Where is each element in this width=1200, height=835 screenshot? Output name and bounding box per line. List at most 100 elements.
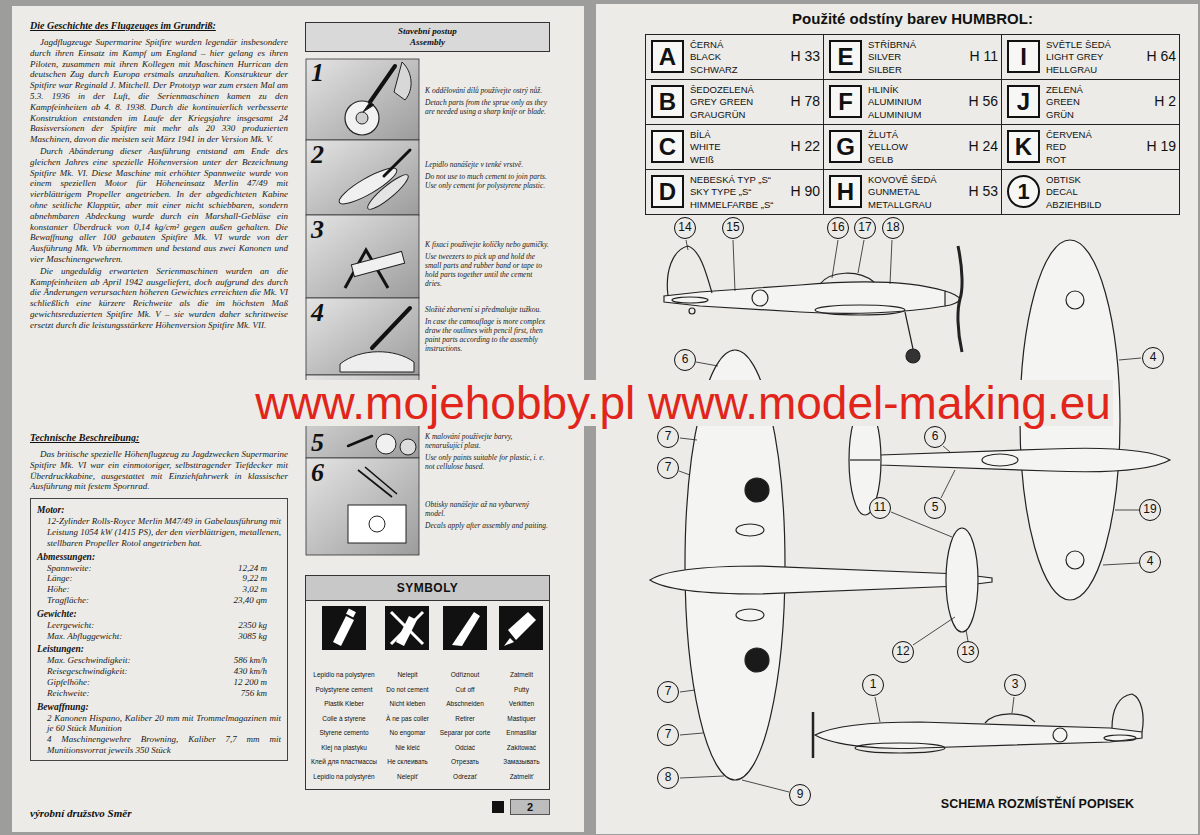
- spec-row: Spannweite: 12,24 m: [47, 563, 267, 574]
- blade: [452, 612, 480, 646]
- spec-row: Max. Geschwindigkeit:586 km/h: [47, 655, 267, 666]
- roundel: [745, 648, 769, 672]
- text-slot: H 2: [1138, 92, 1176, 110]
- leader-line: [891, 512, 952, 537]
- callout-circle: 6: [674, 349, 696, 371]
- callout-number: 9: [790, 785, 810, 804]
- text-slot: ŽLUTÁYELLOWGELB: [868, 129, 960, 166]
- symbol-caption: Verkitten: [495, 699, 548, 708]
- callout-circle: 11: [869, 497, 891, 519]
- spec-value: 12,24 m: [238, 563, 267, 574]
- color-name: GRAUGRÜN: [690, 109, 782, 121]
- symbol-caption: Odříznout: [435, 670, 495, 679]
- text-slot: Nelepit: [380, 670, 435, 679]
- callout-number: 6: [675, 350, 695, 369]
- callout-number: 7: [658, 725, 678, 744]
- symbol-caption: Putty: [495, 685, 548, 694]
- side-tailplane: [672, 297, 708, 303]
- color-name: NEBESKÁ TYP „S“: [690, 174, 782, 186]
- spec-value: 3,02 m: [243, 584, 268, 595]
- side-fin-lower: [1112, 694, 1143, 732]
- leader-line: [858, 240, 864, 273]
- text-slot: Obtisky nanášejte až na vybarvený model.…: [425, 500, 550, 530]
- symbol-caption: Nelepiť: [380, 772, 435, 781]
- callout-circle: 18: [882, 217, 904, 239]
- text-slot: www.mojehobby.pl www.model-making.eu: [183, 380, 1183, 426]
- color-cell: ESTŘÍBRNÁSILVERSILBERH 11: [823, 34, 1002, 80]
- spec-name: Spannweite:: [47, 563, 92, 574]
- hand: [394, 62, 411, 100]
- step-text: Složité zbarvení si předmalujte tužkou.: [425, 305, 550, 314]
- text-slot: H 90: [782, 182, 820, 200]
- bottom-tailplane: [946, 528, 978, 632]
- text-slot: Polystyrene cement: [308, 685, 380, 694]
- step-panel: [306, 215, 419, 298]
- spec-text: 12-Zylinder Rolls-Royce Merlin M47/49 in…: [47, 516, 281, 548]
- text-slot: 3: [311, 217, 324, 243]
- spec-name: Leergewicht:: [47, 620, 94, 631]
- color-cell: KČERVENÁREDROTH 19: [1001, 124, 1180, 170]
- paint-jar: [400, 439, 416, 455]
- text-slot: 6: [311, 460, 324, 486]
- symbol-caption: Nie kleić: [380, 743, 435, 752]
- color-name: WHITE: [690, 141, 782, 153]
- history-paragraph: Durch Abänderung dieser Ausführung entst…: [30, 146, 288, 265]
- color-letter: I: [1007, 40, 1040, 73]
- spec-value: 23,40 qm: [234, 595, 268, 606]
- text-slot: D: [651, 175, 684, 208]
- humbrol-code: H 53: [960, 182, 998, 200]
- humbrol-code: H 19: [1138, 137, 1176, 155]
- callout-number: 4: [1140, 552, 1160, 571]
- color-cell: BŠEDOZELENÁGREY GREENGRAUGRÜNH 78: [645, 79, 824, 125]
- color-name: ZELENÁ: [1046, 84, 1138, 96]
- spec-value: 3085 kg: [238, 631, 267, 642]
- callout-number: 17: [855, 218, 875, 237]
- symbol-caption: Lepidlo na polystyrén: [308, 772, 380, 781]
- text-slot: K fixaci používejte kolíčky nebo gumičky…: [425, 240, 550, 288]
- color-letter: K: [1007, 130, 1040, 163]
- text-slot: Separar por corte: [435, 728, 495, 737]
- text-slot: Nicht kleben: [380, 699, 435, 708]
- spec-name: Länge:: [47, 573, 73, 584]
- humbrol-code: H 78: [782, 92, 820, 110]
- text-slot: výrobní družstvo Směr: [30, 806, 330, 820]
- symbol-caption: Klej na plastyku: [308, 743, 380, 752]
- color-letter: E: [829, 40, 862, 73]
- step-number: 3: [311, 217, 324, 243]
- text-slot: H 24: [960, 137, 998, 155]
- text-slot: H: [829, 175, 862, 208]
- tail-wheel: [689, 308, 695, 314]
- page-mark: [492, 801, 504, 813]
- spec-row: Gipfelhöhe:12 200 m: [47, 677, 267, 688]
- callout-number: 5: [925, 498, 945, 517]
- text-slot: 2: [311, 142, 324, 168]
- humbrol-code: H 56: [960, 92, 998, 110]
- roundel: [1066, 551, 1084, 569]
- callout-circle: 4: [1139, 551, 1161, 573]
- wing-root: [815, 305, 905, 315]
- text-slot: SVĚTLE ŠEDÁLIGHT GREYHELLGRAU: [1046, 39, 1138, 76]
- text-slot: Не склеивать: [380, 757, 435, 766]
- callout-circle: 7: [657, 724, 679, 746]
- side-tailplane: [1104, 735, 1136, 741]
- callout-circle: 1: [862, 674, 884, 696]
- text-slot: H 53: [960, 182, 998, 200]
- symbol-caption: Enmasillar: [495, 728, 548, 737]
- symbol-caption: Separar por corte: [435, 728, 495, 737]
- radiator: [736, 609, 764, 621]
- color-name: BLACK: [690, 51, 782, 63]
- symbol-caption: Plastik Kleber: [308, 699, 380, 708]
- text-slot: K oddělování dílů používejte ostrý nůž.D…: [425, 86, 550, 116]
- text-slot: Styrene cemento: [308, 728, 380, 737]
- text-slot: Клей для пластмассы: [308, 757, 380, 766]
- tube-cap: [346, 609, 356, 618]
- text-slot: H 78: [782, 92, 820, 110]
- spec-name: Max. Geschwindigkeit:: [47, 655, 130, 666]
- symbol-caption: Abschneiden: [435, 699, 495, 708]
- color-letter: 1: [1007, 175, 1040, 208]
- color-letter: A: [651, 40, 684, 73]
- paint-brush: [348, 436, 372, 446]
- symbol-caption: Mastiquer: [495, 714, 548, 723]
- callout-number: 18: [883, 218, 903, 237]
- callout-number: 7: [658, 682, 678, 701]
